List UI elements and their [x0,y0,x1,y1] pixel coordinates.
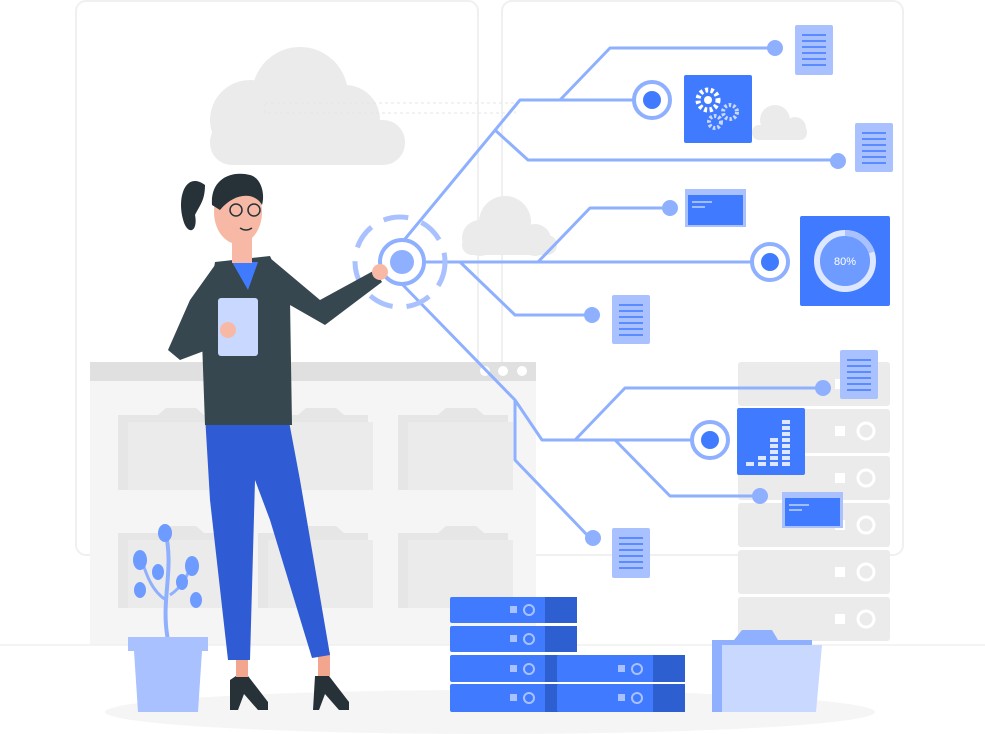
shoe [230,676,268,710]
tablet [218,298,258,356]
code-screen [782,492,843,528]
node-dot [662,200,678,216]
shoe [313,676,349,710]
code-screen [685,189,746,227]
woman-character [168,173,388,710]
node-ring [690,420,730,460]
node-dot [752,488,768,504]
jacket-arm [270,258,382,325]
potted-plant [128,524,208,712]
gear-icon [695,87,721,113]
node-ring [750,242,790,282]
hair [211,173,264,210]
gauge-remaining-arc [814,230,876,292]
pants [205,400,330,660]
server-stack [450,597,685,712]
window-dot-icon [498,366,508,376]
cloud-icon [462,196,557,256]
bar-chart-card [737,408,805,475]
jacket-arm [168,265,220,360]
gear-icon [707,114,723,130]
document-icon [840,350,878,399]
node-dot [584,307,600,323]
node-dot [585,530,601,546]
node-dot [767,40,783,56]
shirt-collar [232,262,258,290]
node-ring [632,80,672,120]
document-icon [795,25,833,75]
folder-icon [398,526,513,608]
folder-icon [712,630,822,712]
network-lines [352,40,846,546]
cloud-icon [752,105,807,140]
settings-gear-box [684,75,752,143]
ponytail [181,180,205,231]
document-icon [855,123,893,172]
gauge-percent-label: 80% [834,256,856,268]
window-dot-icon [517,366,527,376]
node-dot [815,380,831,396]
document-icon [612,528,650,578]
glasses-icon [229,203,243,217]
progress-gauge-card: 80% [800,216,890,306]
folder-icon [398,408,513,490]
document-icon [612,295,650,344]
hub-node [352,214,448,310]
node-dot [830,153,846,169]
gear-icon [721,103,739,121]
